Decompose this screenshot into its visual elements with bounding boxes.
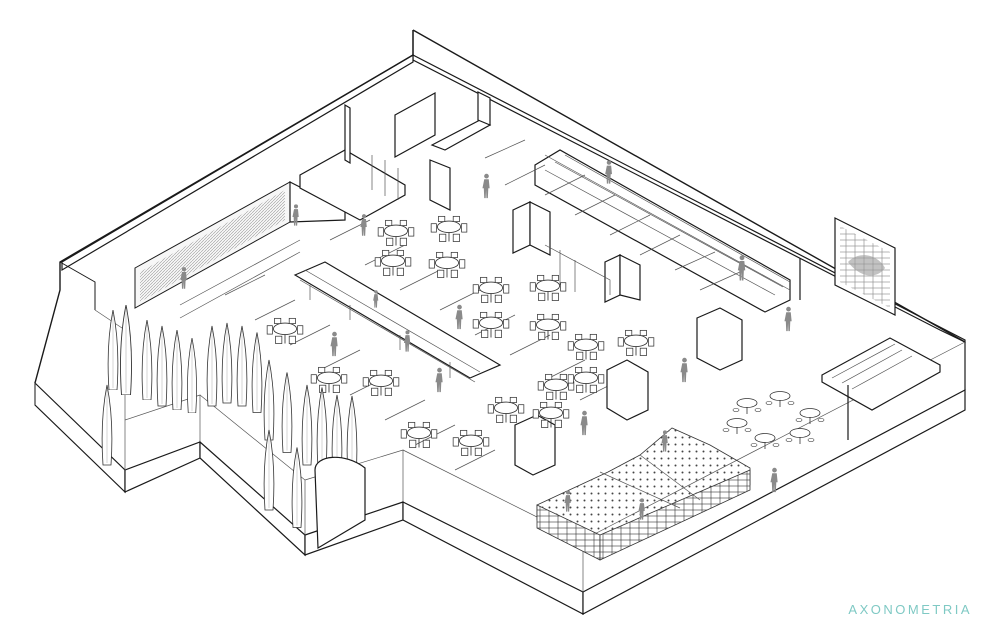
back-room	[344, 91, 492, 211]
stepped-platform	[799, 258, 941, 440]
kitchen-counter	[134, 149, 406, 319]
bleacher-steps	[534, 149, 791, 313]
cafe-tables	[722, 391, 825, 450]
wall-artwork	[834, 217, 896, 316]
light-shafts	[224, 139, 741, 471]
drawing-caption: AXONOMETRIA	[848, 602, 972, 617]
long-table	[293, 261, 502, 383]
dotted-platform	[536, 427, 751, 561]
curved-wall	[314, 456, 366, 550]
shelving	[512, 201, 743, 476]
